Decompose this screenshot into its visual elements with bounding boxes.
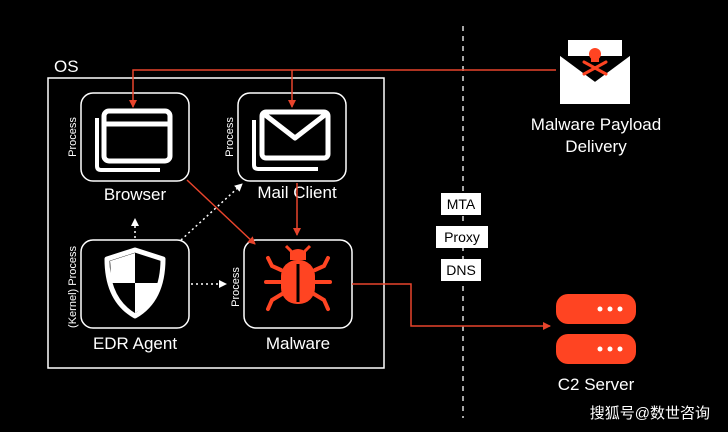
browser-node: Browser Process — [67, 92, 190, 204]
mta-label: MTA — [447, 196, 476, 212]
payload-label-line2: Delivery — [565, 137, 627, 156]
os-label: OS — [54, 57, 79, 76]
proxy-box: Proxy — [436, 226, 488, 248]
payload-envelope-icon — [559, 40, 631, 104]
mail-icon — [252, 109, 331, 171]
browser-label: Browser — [104, 185, 167, 204]
shield-icon — [104, 247, 166, 319]
malware-label: Malware — [266, 334, 330, 353]
c2-server-label: C2 Server — [558, 375, 635, 394]
mta-box: MTA — [441, 193, 481, 215]
mail-process-label: Process — [224, 117, 236, 157]
server-icon — [556, 294, 636, 364]
edr-to-mail-arrow — [180, 183, 243, 241]
watermark-text: 搜狐号@数世咨询 — [590, 405, 710, 422]
mail-client-node: Mail Client Process — [224, 92, 347, 202]
edr-process-label: (Kernel) Process — [67, 246, 79, 328]
payload-label-line1: Malware Payload — [531, 115, 661, 134]
malware-node: Malware Process — [230, 239, 353, 353]
bug-icon — [264, 244, 332, 311]
browser-to-malware-arrow — [186, 179, 256, 245]
malware-to-c2-arrow — [352, 283, 551, 330]
browser-icon — [95, 108, 173, 172]
proxy-label: Proxy — [444, 229, 480, 245]
malware-process-label: Process — [230, 267, 242, 307]
dns-box: DNS — [441, 259, 481, 281]
os-boundary — [47, 77, 385, 369]
edr-agent-label: EDR Agent — [93, 334, 177, 353]
dns-label: DNS — [446, 262, 476, 278]
payload-to-browser-arrow — [129, 69, 556, 108]
edr-agent-node: EDR Agent (Kernel) Process — [67, 239, 190, 353]
browser-process-label: Process — [67, 117, 79, 157]
